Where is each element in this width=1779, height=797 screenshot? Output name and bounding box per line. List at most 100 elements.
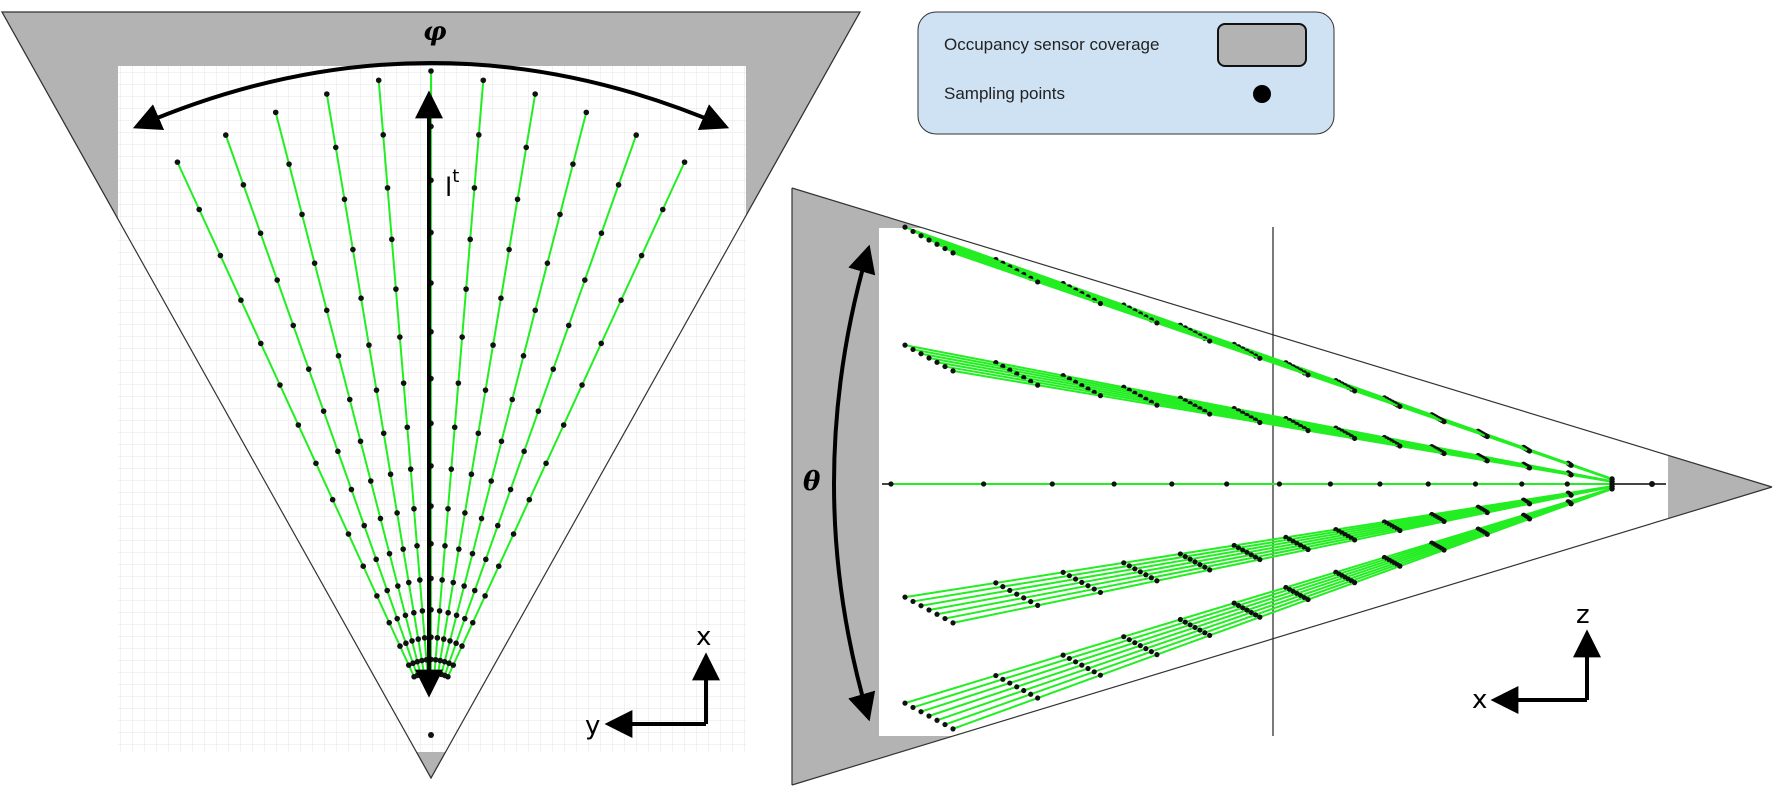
sampling-point <box>1244 607 1250 613</box>
sampling-point <box>1248 552 1254 558</box>
sampling-point <box>934 359 940 365</box>
sampling-point <box>1007 680 1013 686</box>
sampling-point <box>1000 584 1006 590</box>
sampling-point <box>1085 665 1091 672</box>
sampling-point <box>1154 652 1160 658</box>
sampling-point <box>490 342 496 348</box>
sampling-point <box>373 387 380 393</box>
sampling-point <box>1568 501 1574 507</box>
sampling-point <box>1257 556 1263 563</box>
sampling-point <box>394 615 400 622</box>
sampling-point <box>1276 481 1283 487</box>
sampling-point <box>1035 279 1041 285</box>
side-view-rays <box>888 224 1655 732</box>
sampling-point <box>507 486 514 493</box>
sampling-point <box>397 334 403 340</box>
sampling-point <box>1484 458 1490 464</box>
sampling-point <box>367 478 374 484</box>
sampling-point <box>380 430 387 437</box>
sampling-point <box>1377 481 1383 487</box>
sampling-point <box>434 635 441 641</box>
sampling-point <box>950 620 956 626</box>
sampling-point <box>934 241 940 247</box>
sampling-point <box>498 295 504 302</box>
side-view-panel: θ z x <box>791 187 1773 786</box>
sampling-point <box>377 515 384 522</box>
sampling-point <box>448 466 455 472</box>
sampling-point <box>323 307 330 314</box>
sampling-point <box>1649 481 1655 487</box>
sampling-point <box>1097 589 1104 596</box>
sampling-point <box>1397 563 1403 569</box>
sampling-point <box>1568 472 1574 478</box>
sampling-point <box>305 366 312 372</box>
sampling-point <box>1197 627 1203 633</box>
side-view-cone-upper-edge <box>791 187 1773 488</box>
side-ray <box>912 487 1613 709</box>
sampling-point <box>461 583 467 589</box>
sampling-point <box>1111 481 1117 487</box>
sampling-point <box>428 68 434 74</box>
sampling-point <box>1066 573 1072 579</box>
side-ray <box>912 485 1613 603</box>
sampling-point <box>494 522 501 529</box>
sampling-point <box>582 277 588 283</box>
sampling-point <box>1568 492 1574 498</box>
sampling-point <box>436 608 443 614</box>
sampling-point <box>1143 572 1149 578</box>
sampling-point <box>910 704 916 711</box>
sampling-point <box>1244 549 1250 556</box>
sampling-point <box>335 353 342 359</box>
sampling-point <box>1197 561 1203 568</box>
sampling-point <box>456 546 462 552</box>
sampling-point <box>366 342 372 348</box>
phi-label: φ <box>423 17 447 47</box>
sampling-point <box>1252 612 1259 618</box>
sampling-point <box>386 550 393 557</box>
side-axis-z-label: z <box>1576 600 1590 630</box>
sampling-point <box>384 587 391 594</box>
side-axis-x-label: x <box>1472 685 1487 715</box>
sampling-point <box>386 619 393 626</box>
sampling-point <box>332 144 339 151</box>
top-view-axes: x y <box>585 622 720 741</box>
sampling-point <box>1028 378 1034 384</box>
sampling-point <box>1519 481 1525 487</box>
sampling-point <box>560 422 567 428</box>
sampling-point <box>565 322 572 329</box>
sampling-point <box>1202 564 1208 570</box>
top-ray <box>325 93 426 674</box>
sampling-point <box>535 408 542 414</box>
sampling-point <box>1079 579 1085 585</box>
sampling-point <box>463 286 469 292</box>
sampling-point <box>1397 403 1403 410</box>
sampling-point <box>1014 684 1020 690</box>
sampling-point <box>1091 669 1097 675</box>
sampling-point <box>1091 586 1097 592</box>
sampling-point <box>1014 591 1020 597</box>
sampling-point <box>217 252 224 259</box>
sampling-point <box>1526 516 1533 522</box>
sampling-point <box>450 579 457 586</box>
side-ray <box>920 485 1613 607</box>
sampling-point <box>1192 559 1198 565</box>
top-ray <box>176 161 416 678</box>
sampling-point <box>361 522 368 529</box>
sampling-point <box>174 159 181 165</box>
sampling-point <box>942 721 948 728</box>
side-ray <box>952 251 1613 481</box>
side-ray <box>904 487 1613 705</box>
sampling-point <box>1305 546 1311 553</box>
sampling-point <box>1240 547 1246 553</box>
sampling-point <box>926 607 932 613</box>
sampling-point <box>1564 481 1570 487</box>
sampling-point <box>1177 616 1183 623</box>
sampling-point <box>1182 554 1188 560</box>
sampling-point <box>942 245 948 252</box>
theta-label: θ <box>803 467 821 497</box>
sampling-point <box>345 531 352 537</box>
sampling-point <box>403 640 409 647</box>
sampling-point <box>942 363 948 370</box>
sensor-origin-point <box>428 732 434 738</box>
side-ray <box>936 487 1613 722</box>
